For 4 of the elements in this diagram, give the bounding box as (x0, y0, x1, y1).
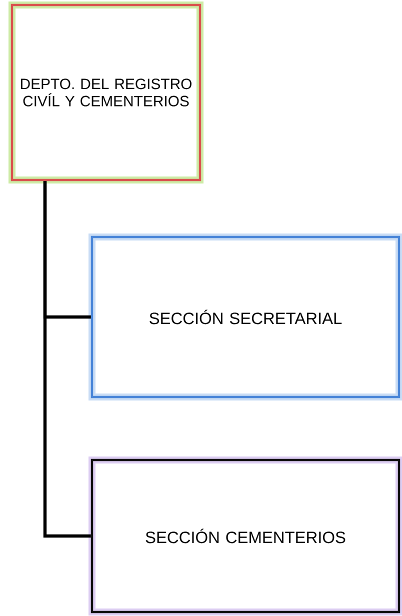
connector-line (43, 181, 91, 538)
org-box: DEPTO. DEL REGISTRO CIVÍL Y CEMENTERIOS (8, 2, 204, 184)
org-box: SECCIÓN CEMENTERIOS (88, 456, 402, 616)
org-box: SECCIÓN SECRETARIAL (88, 234, 402, 400)
